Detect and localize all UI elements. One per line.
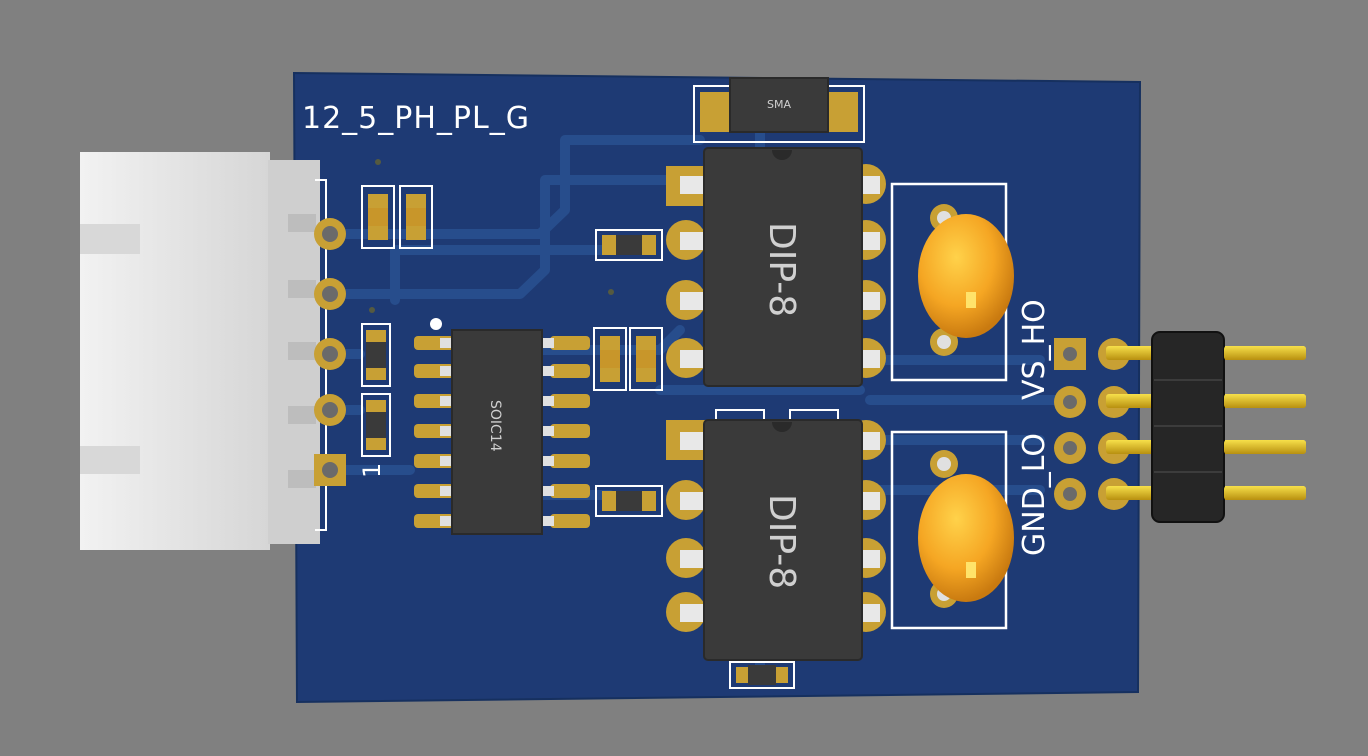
- dip8-top: DIP-8: [666, 147, 886, 387]
- dip8-bottom: DIP-8: [666, 419, 886, 661]
- smd-resistor-vertical-1: [361, 323, 391, 387]
- smd-cap-pair-middle: [593, 327, 663, 391]
- header-label-gnd-lo: GND_LO: [1017, 433, 1052, 556]
- connector-pads: [314, 218, 346, 486]
- jst-connector: [80, 152, 327, 550]
- sma-diode: SMA: [693, 77, 865, 143]
- dip8-top-label: DIP-8: [761, 222, 802, 317]
- smd-resistor-vertical-2: [361, 393, 391, 457]
- capacitor-bottom: [890, 430, 1014, 630]
- smd-cap-pair-top: [361, 185, 433, 249]
- pin-header: [1054, 331, 1306, 523]
- smd-bottom-part: [729, 661, 795, 689]
- soic14-chip: SOIC14: [414, 329, 590, 535]
- sma-label: SMA: [767, 98, 791, 111]
- board-name-label: 12_5_PH_PL_G: [302, 101, 530, 136]
- header-label-vs-ho: VS_HO: [1017, 299, 1052, 400]
- vias: [369, 159, 614, 313]
- soic14-label: SOIC14: [487, 400, 503, 452]
- smd-resistor-horizontal-top: [595, 229, 663, 261]
- connector-pin1-label: 1: [358, 463, 386, 478]
- capacitor-top: [890, 182, 1014, 382]
- dip8-bottom-label: DIP-8: [761, 494, 802, 589]
- smd-resistor-horizontal-bottom: [595, 485, 663, 517]
- pin1-dot: [430, 318, 442, 330]
